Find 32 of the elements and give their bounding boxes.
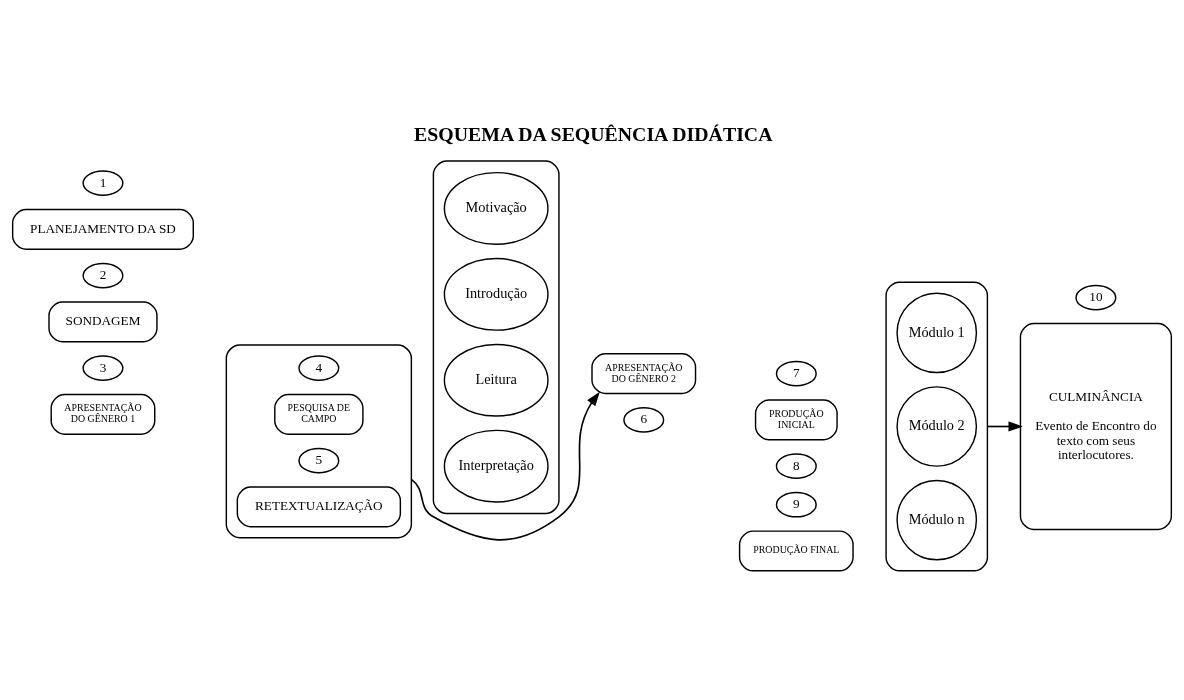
node-circle: Módulo 2 bbox=[896, 385, 978, 467]
diagram-title: ESQUEMA DA SEQUÊNCIA DIDÁTICA bbox=[414, 122, 773, 145]
node-circle: Módulo 1 bbox=[896, 292, 978, 373]
node-ellipse: 1 bbox=[82, 169, 124, 196]
cluster bbox=[432, 159, 560, 514]
node-box: PESQUISA DE CAMPO bbox=[274, 393, 364, 435]
arrow bbox=[410, 391, 600, 541]
node-ellipse: 2 bbox=[82, 262, 124, 288]
node-ellipse: 8 bbox=[775, 452, 817, 479]
node-ellipse: Leitura bbox=[443, 343, 549, 417]
node-ellipse: Interpretação bbox=[443, 429, 549, 503]
cluster bbox=[225, 343, 413, 538]
node-ellipse: Motivação bbox=[443, 171, 549, 245]
node-ellipse: 9 bbox=[775, 491, 817, 518]
node-ellipse: 5 bbox=[298, 447, 340, 473]
cluster bbox=[885, 281, 989, 571]
node-box: CULMINÂNCIA Evento de Encontro do texto com seus interlocutores. bbox=[1019, 322, 1173, 530]
node-box: APRESENTAÇÃO DO GÊNERO 2 bbox=[591, 352, 697, 394]
node-box: PRODUÇÃO FINAL bbox=[738, 529, 854, 571]
node-box: APRESENTAÇÃO DO GÊNERO 1 bbox=[50, 393, 156, 435]
node-ellipse: 6 bbox=[623, 406, 665, 433]
node-ellipse: 7 bbox=[775, 360, 817, 386]
node-ellipse: 4 bbox=[298, 354, 340, 381]
node-box: SONDAGEM bbox=[48, 300, 158, 342]
node-box: PRODUÇÃO INICIAL bbox=[754, 398, 838, 440]
node-box: RETEXTUALIZAÇÃO bbox=[236, 485, 402, 527]
node-box: PLANEJAMENTO DA SD bbox=[11, 208, 194, 250]
node-ellipse: Introdução bbox=[443, 257, 549, 331]
arrow bbox=[986, 420, 1023, 431]
node-ellipse: 10 bbox=[1075, 284, 1117, 310]
node-circle: Módulo n bbox=[896, 479, 978, 560]
node-ellipse: 3 bbox=[82, 354, 124, 381]
